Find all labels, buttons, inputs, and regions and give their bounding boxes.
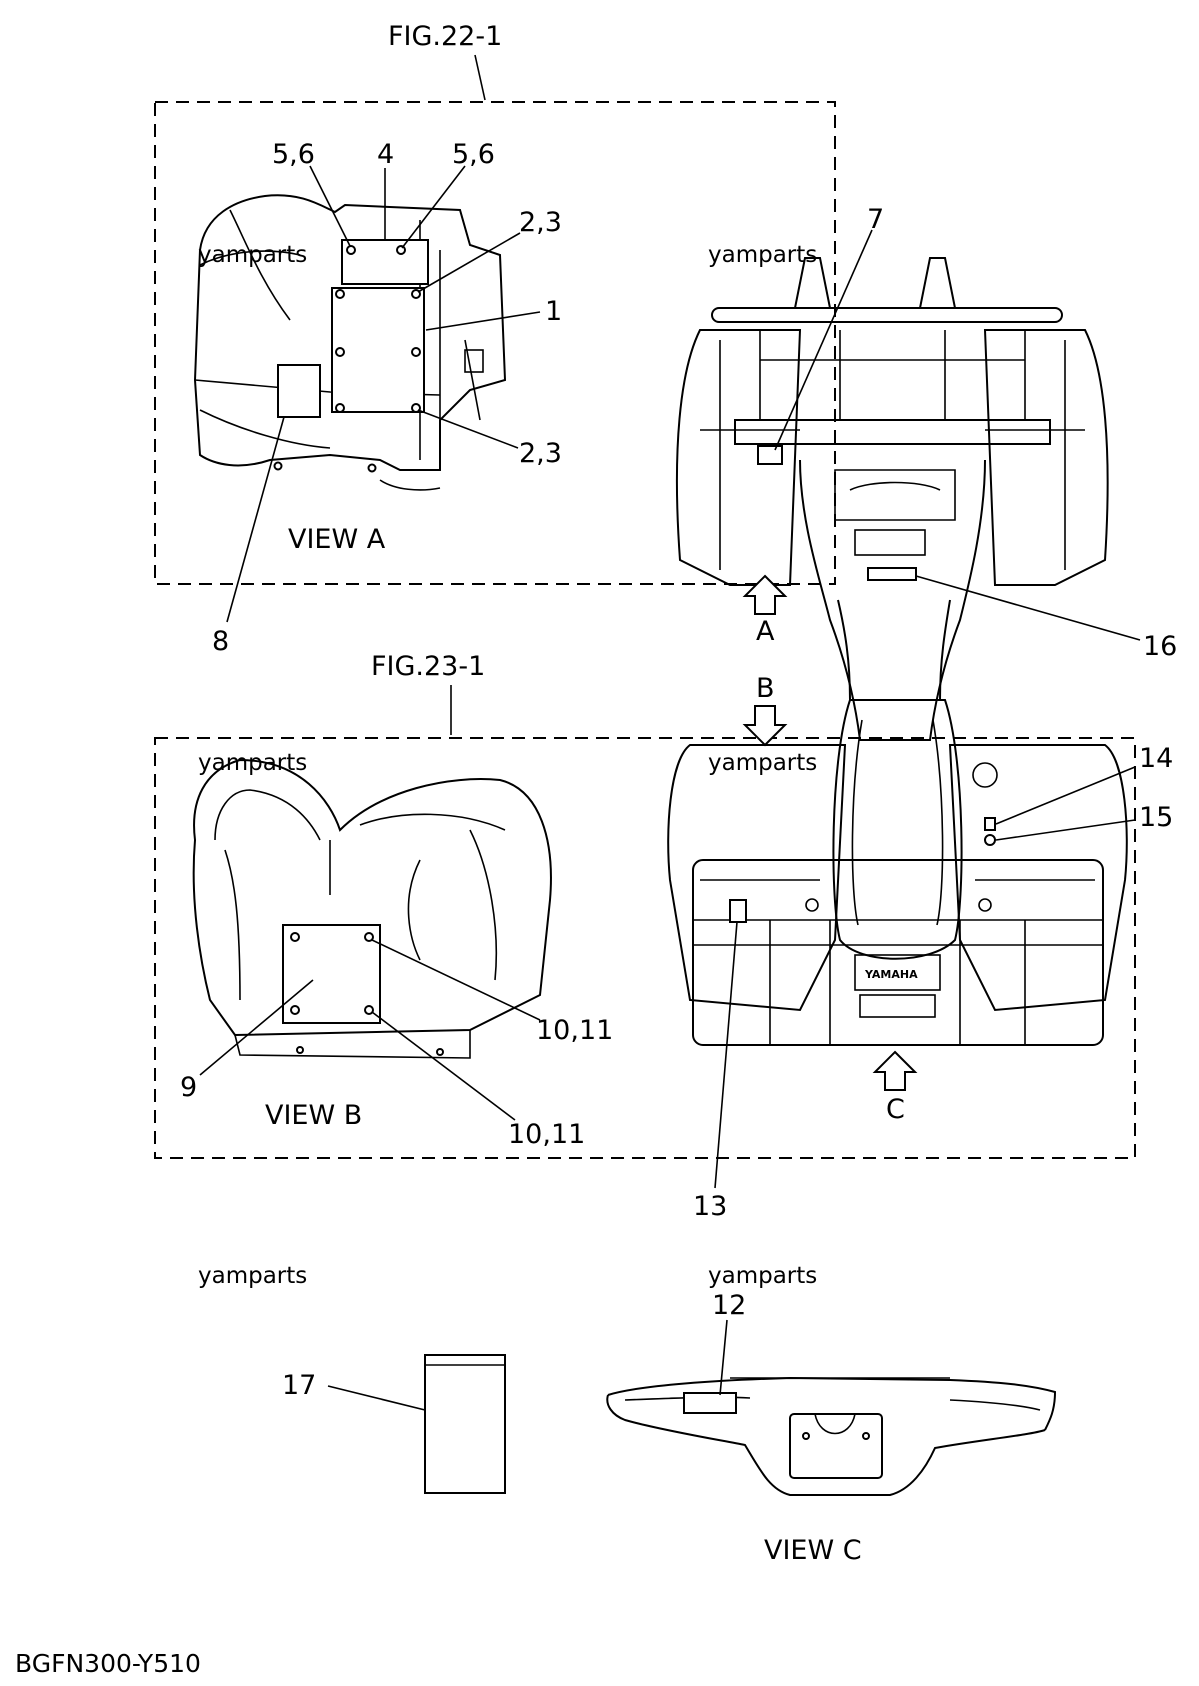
arrow-a-label: A bbox=[756, 616, 775, 647]
atv-top-view bbox=[667, 257, 1128, 1046]
yamaha-logo: YAMAHA bbox=[864, 968, 918, 981]
leader-line bbox=[371, 939, 541, 1021]
callout-17: 17 bbox=[282, 1370, 316, 1401]
callout-4: 4 bbox=[377, 139, 394, 170]
watermark: yamparts bbox=[198, 1263, 307, 1289]
label-1-plate bbox=[331, 287, 425, 413]
view-b-seat bbox=[192, 758, 552, 1059]
rivet-icon bbox=[290, 932, 300, 942]
view-b-frame bbox=[154, 737, 1136, 1159]
label-7-plate bbox=[757, 445, 783, 465]
leader-line bbox=[199, 979, 314, 1076]
arrow-c-label: C bbox=[886, 1094, 905, 1125]
callout-10-11-bottom: 10,11 bbox=[508, 1119, 585, 1150]
callout-2-3-top: 2,3 bbox=[519, 207, 562, 238]
footer-code: BGFN300-Y510 bbox=[15, 1649, 201, 1678]
label-8-plate bbox=[277, 364, 321, 418]
view-a-frame bbox=[154, 101, 836, 585]
leader-line bbox=[309, 165, 351, 247]
view-a-title: VIEW A bbox=[288, 524, 386, 555]
label-12-plate bbox=[683, 1392, 737, 1414]
rivet-icon bbox=[335, 403, 345, 413]
leader-line bbox=[401, 165, 466, 249]
label-13-plate bbox=[729, 899, 747, 923]
label-14-plate bbox=[984, 817, 996, 831]
callout-9: 9 bbox=[180, 1072, 197, 1103]
leader-line bbox=[417, 409, 519, 449]
watermark: yamparts bbox=[708, 242, 817, 268]
watermark: yamparts bbox=[198, 242, 307, 268]
callout-12: 12 bbox=[712, 1290, 746, 1321]
arrow-b-icon bbox=[742, 705, 788, 747]
rivet-icon bbox=[364, 932, 374, 942]
leader-line bbox=[327, 1385, 426, 1411]
callout-14: 14 bbox=[1139, 743, 1173, 774]
callout-8: 8 bbox=[212, 626, 229, 657]
arrow-a-icon bbox=[742, 574, 788, 615]
leader-line bbox=[226, 416, 285, 623]
leader-line bbox=[425, 311, 541, 331]
leader-line bbox=[371, 1011, 516, 1121]
label-15-plate bbox=[984, 834, 996, 846]
rivet-icon bbox=[346, 245, 356, 255]
rivet-icon bbox=[290, 1005, 300, 1015]
leader-line bbox=[995, 819, 1136, 841]
view-b-title: VIEW B bbox=[265, 1100, 362, 1131]
fig-23-label: FIG.23-1 bbox=[371, 651, 485, 682]
rivet-icon bbox=[396, 245, 406, 255]
view-c-title: VIEW C bbox=[764, 1535, 862, 1566]
fig-22-leader bbox=[474, 54, 486, 101]
callout-15: 15 bbox=[1139, 802, 1173, 833]
callout-2-3-bottom: 2,3 bbox=[519, 438, 562, 469]
callout-10-11-top: 10,11 bbox=[536, 1015, 613, 1046]
leader-line bbox=[995, 766, 1136, 825]
leader-line bbox=[915, 575, 1141, 641]
callout-5-6-left: 5,6 bbox=[272, 139, 315, 170]
label-9-plate bbox=[282, 924, 381, 1024]
rivet-icon bbox=[411, 347, 421, 357]
leader-line bbox=[719, 1319, 728, 1396]
callout-7: 7 bbox=[867, 204, 884, 235]
label-16-plate bbox=[867, 567, 917, 581]
callout-5-6-right: 5,6 bbox=[452, 139, 495, 170]
view-a-fender bbox=[193, 194, 507, 491]
callout-13: 13 bbox=[693, 1191, 727, 1222]
watermark: yamparts bbox=[198, 750, 307, 776]
arrow-b-label: B bbox=[756, 673, 775, 704]
leader-line bbox=[774, 229, 873, 451]
rivet-icon bbox=[364, 1005, 374, 1015]
leader-line bbox=[714, 921, 738, 1189]
watermark: yamparts bbox=[708, 750, 817, 776]
leader-line bbox=[417, 232, 521, 293]
callout-16: 16 bbox=[1143, 631, 1177, 662]
label-17-card bbox=[424, 1354, 506, 1494]
view-c-rear-fender bbox=[606, 1376, 1057, 1496]
rivet-icon bbox=[335, 289, 345, 299]
label-4-plate bbox=[341, 239, 429, 285]
rivet-icon bbox=[335, 347, 345, 357]
callout-1: 1 bbox=[545, 296, 562, 327]
arrow-c-icon bbox=[872, 1050, 918, 1091]
fig-22-label: FIG.22-1 bbox=[388, 21, 502, 52]
watermark: yamparts bbox=[708, 1263, 817, 1289]
